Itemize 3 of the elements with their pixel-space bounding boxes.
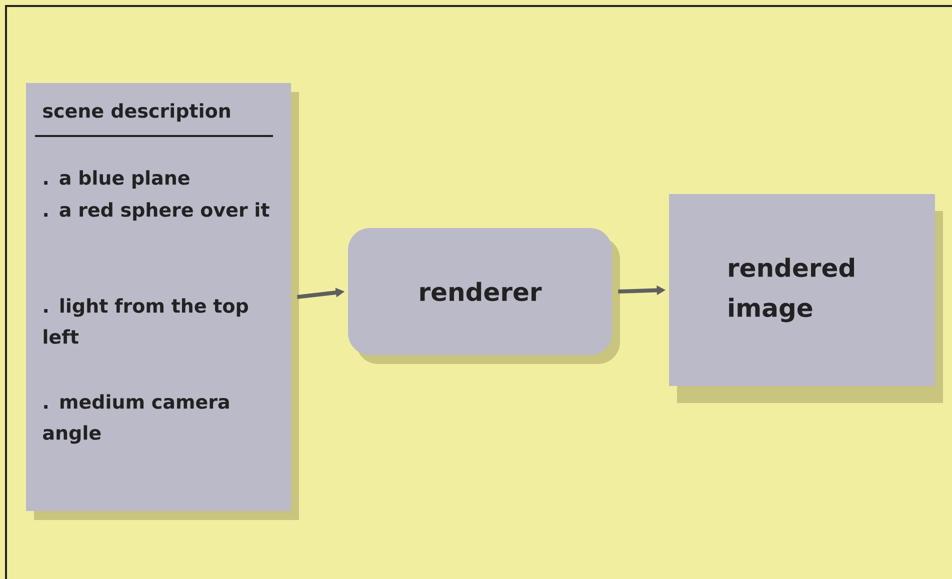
process-box: renderer	[348, 228, 620, 364]
output-box: rendered image	[669, 194, 943, 403]
text-panel: scene description . a blue plane . a red sphere over it . light from the top left . medium camera angle	[26, 83, 299, 520]
